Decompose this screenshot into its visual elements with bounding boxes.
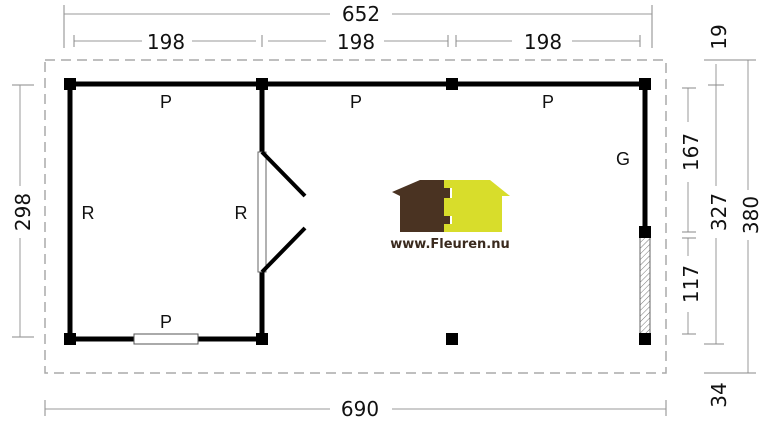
roof-outline bbox=[44, 59, 667, 374]
wall-label-top-middle: P bbox=[350, 92, 362, 112]
logo-brown-house bbox=[392, 180, 458, 232]
dimension-sections: 198 198 198 bbox=[73, 30, 641, 54]
post bbox=[64, 78, 76, 90]
dimension-right-chain: 380 327 19 167 117 34 bbox=[679, 24, 763, 407]
logo-url: www.Fleuren.nu bbox=[390, 237, 509, 252]
post bbox=[639, 78, 651, 90]
post bbox=[446, 333, 458, 345]
dimension-left-depth-label: 298 bbox=[11, 193, 35, 231]
dimension-right-top-offset-label: 19 bbox=[707, 24, 731, 49]
logo-yellow-house bbox=[444, 180, 510, 232]
dimension-overall-inner-width-label: 652 bbox=[342, 2, 380, 26]
dimension-left-depth: 298 bbox=[11, 84, 35, 338]
wall-label-top-left: P bbox=[160, 92, 172, 112]
wall-label-top-right: P bbox=[542, 92, 554, 112]
dimension-right-bottom-offset-label: 34 bbox=[707, 382, 731, 407]
partition-double-door bbox=[257, 150, 307, 274]
dimension-right-upper-segment-label: 167 bbox=[679, 133, 703, 171]
dimension-right-inner-depth-label: 327 bbox=[707, 193, 731, 231]
posts bbox=[64, 78, 651, 345]
dimension-overall-outer-width: 690 bbox=[44, 397, 667, 421]
dimension-section-3-label: 198 bbox=[524, 30, 562, 54]
wall-label-bottom-left: P bbox=[160, 312, 172, 332]
post bbox=[639, 226, 651, 238]
dimension-section-1-label: 198 bbox=[147, 30, 185, 54]
post bbox=[64, 333, 76, 345]
dimension-section-2-label: 198 bbox=[337, 30, 375, 54]
dimension-overall-outer-width-label: 690 bbox=[341, 397, 379, 421]
wall-label-left: R bbox=[82, 203, 95, 223]
dimension-right-outer-depth-label: 380 bbox=[739, 196, 763, 234]
post bbox=[639, 333, 651, 345]
walls bbox=[67, 81, 648, 342]
bottom-window bbox=[133, 333, 199, 345]
wall-label-partition: R bbox=[235, 203, 248, 223]
wall-label-right-side: G bbox=[616, 149, 630, 169]
post bbox=[446, 78, 458, 90]
post bbox=[256, 333, 268, 345]
post bbox=[256, 78, 268, 90]
dimension-right-lower-segment-label: 117 bbox=[679, 265, 703, 303]
right-glass-panel bbox=[639, 231, 651, 339]
dimension-overall-inner-width: 652 bbox=[63, 2, 653, 48]
fleuren-logo: www.Fleuren.nu bbox=[390, 180, 510, 252]
